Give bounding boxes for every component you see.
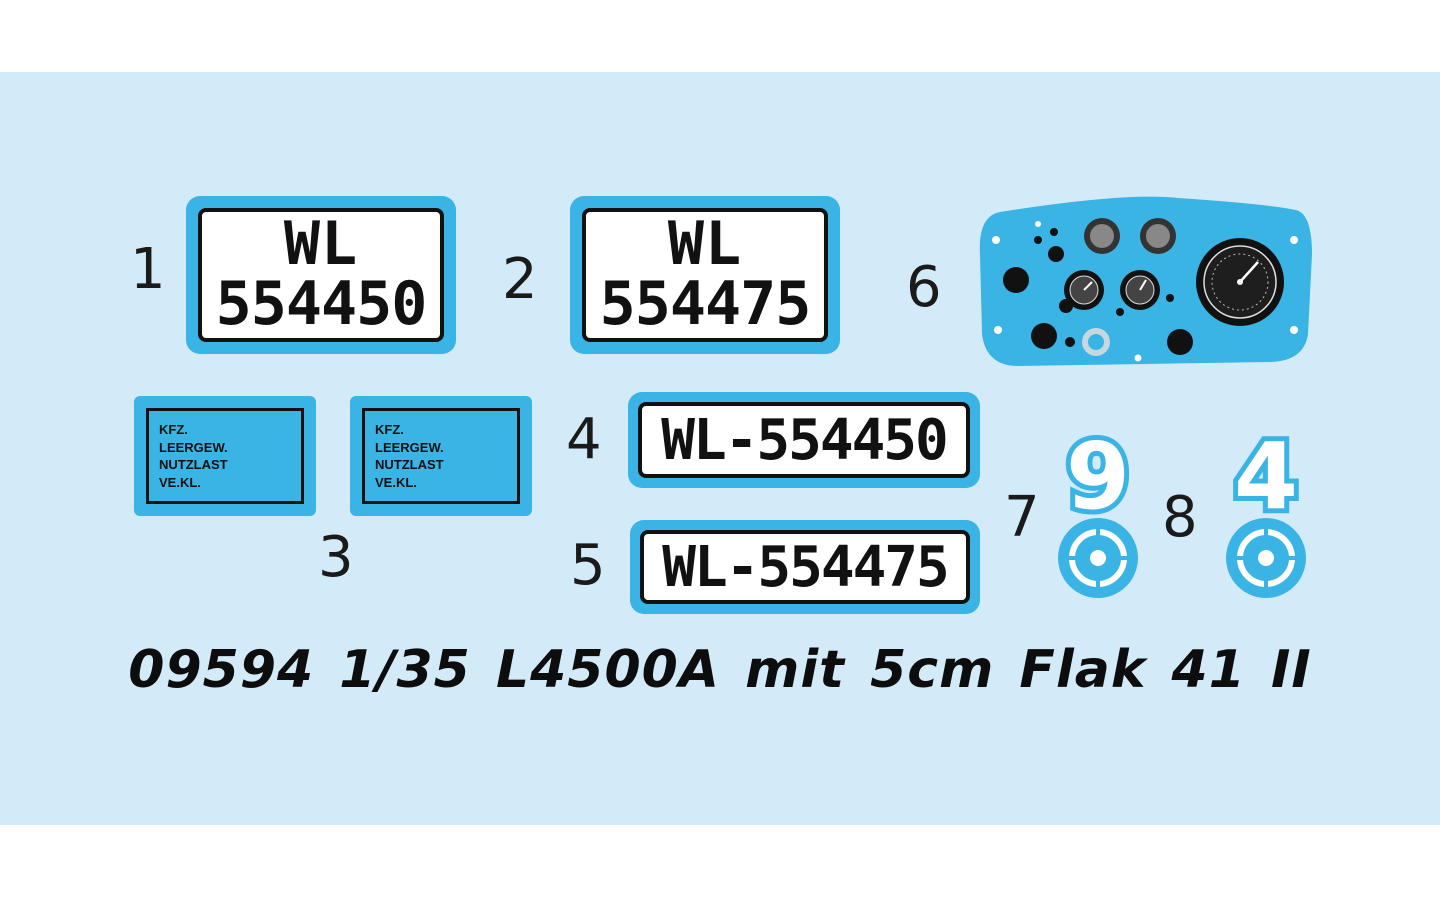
decal-number-2: 2 (502, 247, 538, 312)
plate-2-line2: 554475 (599, 269, 812, 339)
ring-icon (1082, 328, 1110, 356)
decal-number-8: 8 (1162, 485, 1198, 550)
plate-5-text: WL-554475 (640, 530, 970, 604)
instrument-panel-decal (979, 196, 1312, 366)
decal-number-7: 7 (1004, 485, 1040, 550)
plate-1-line1: WL (283, 209, 359, 279)
decal-number-3: 3 (318, 525, 354, 590)
panel-left-line-2: LEERGEW. (159, 439, 228, 455)
target-roundel-icon (1226, 518, 1306, 598)
digit-4: 4 (1234, 423, 1298, 530)
licence-plate-1: WL 554450 (186, 196, 456, 354)
panel-left-line-4: VE.KL. (159, 474, 201, 490)
licence-plate-5: WL-554475 (630, 520, 980, 614)
decal-number-1: 1 (130, 237, 166, 302)
panel-rivets (992, 221, 1298, 362)
plate-1-line2: 554450 (215, 269, 428, 339)
target-roundel-icon (1058, 518, 1138, 598)
panel-switches (1003, 228, 1193, 355)
panel-left-line-3: NUTZLAST (159, 457, 228, 472)
small-gauges (1064, 218, 1176, 310)
panel-left-line-1: KFZ. (159, 422, 188, 437)
panel-right-line-4: VE.KL. (375, 474, 417, 490)
turret-number-9-decal: 9 (1054, 420, 1144, 600)
digit-9: 9 (1066, 423, 1130, 530)
panel-right-line-3: NUTZLAST (375, 457, 444, 472)
weight-data-panel-left: KFZ. LEERGEW. NUTZLAST VE.KL. (134, 396, 316, 516)
plate-4-text: WL-554450 (638, 402, 970, 478)
plate-2-line1: WL (667, 209, 743, 279)
weight-data-panel-right: KFZ. LEERGEW. NUTZLAST VE.KL. (350, 396, 532, 516)
panel-right-line-1: KFZ. (375, 422, 404, 437)
digit-9-glyph: 9 (1061, 420, 1135, 530)
decal-number-6: 6 (906, 255, 942, 320)
speedometer-icon (1196, 238, 1284, 326)
digit-4-glyph: 4 (1229, 420, 1303, 530)
licence-plate-2: WL 554475 (570, 196, 840, 354)
kit-caption: 09594 1/35 L4500A mit 5cm Flak 41 II (128, 640, 1312, 700)
decal-number-5: 5 (570, 533, 606, 598)
licence-plate-4: WL-554450 (628, 392, 980, 488)
decal-number-4: 4 (566, 407, 602, 472)
turret-number-4-decal: 4 (1222, 420, 1312, 600)
panel-right-line-2: LEERGEW. (375, 439, 444, 455)
